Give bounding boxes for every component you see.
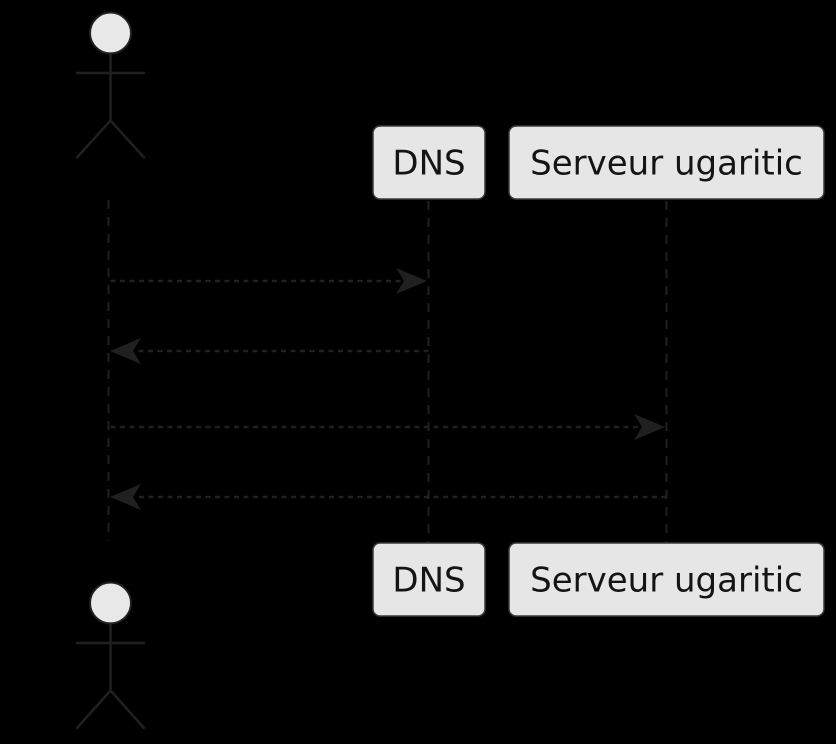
- actor-figure-top: [75, 11, 146, 159]
- actor-head-bottom: [89, 581, 132, 625]
- message-arrow-4-head: [110, 484, 141, 510]
- message-arrow-2: [110, 338, 429, 364]
- participant-box-server-bottom-rect: [508, 542, 825, 617]
- message-arrow-3-head: [634, 414, 665, 440]
- actor-legs-top: [75, 118, 146, 159]
- participant-label-server-top: Serveur ugaritic: [530, 144, 803, 184]
- actor-legs-bottom: [75, 688, 146, 730]
- participant-box-server-top-rect: [508, 125, 825, 200]
- participant-label-dns-bottom: DNS: [392, 561, 465, 601]
- message-arrow-2-head: [110, 338, 141, 364]
- actor-figure-bottom: [75, 581, 146, 730]
- message-arrow-1: [110, 268, 427, 294]
- participant-box-dns-top: DNS: [372, 125, 486, 200]
- participant-box-server-bottom: Serveur ugaritic: [508, 542, 825, 617]
- participant-label-server-bottom: Serveur ugaritic: [530, 561, 803, 601]
- actor-head-top: [89, 11, 132, 55]
- participant-box-dns-bottom: DNS: [372, 542, 486, 617]
- message-arrow-3: [110, 414, 665, 440]
- participant-box-dns-top-rect: [372, 125, 486, 200]
- participant-box-server-top: Serveur ugaritic: [508, 125, 825, 200]
- message-arrow-1-head: [396, 268, 427, 294]
- message-arrow-4: [110, 484, 667, 510]
- participant-label-dns-top: DNS: [392, 144, 465, 184]
- participant-box-dns-bottom-rect: [372, 542, 486, 617]
